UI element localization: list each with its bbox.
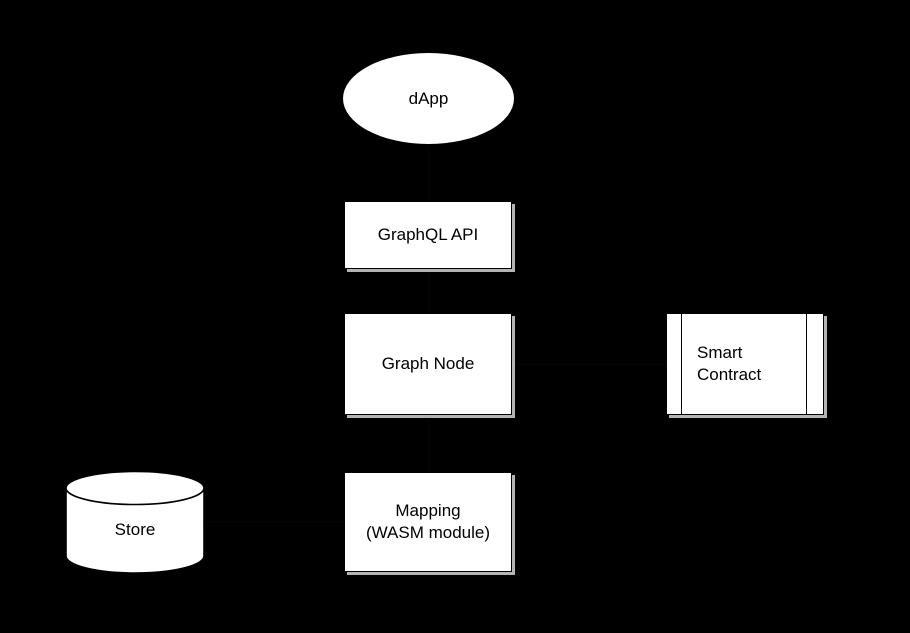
node-graph-node[interactable]: Graph Node: [344, 313, 512, 415]
node-mapping-label: Mapping (WASM module): [365, 501, 491, 542]
edge-graph-node-to-smart-contract: [512, 364, 667, 365]
node-dapp-label: dApp: [408, 88, 449, 108]
node-smart-contract-label: Smart Contract: [697, 343, 762, 384]
node-smart-contract[interactable]: Smart Contract: [666, 313, 824, 415]
component-divider-left-line: [681, 314, 682, 414]
edge-mapping-to-store: [202, 522, 345, 523]
component-divider-right-line: [806, 314, 807, 414]
node-dapp[interactable]: dApp: [342, 52, 515, 145]
node-graphql-api[interactable]: GraphQL API: [344, 201, 512, 269]
node-store[interactable]: Store: [65, 470, 205, 576]
edge-graph-node-to-mapping: [428, 415, 429, 473]
node-mapping[interactable]: Mapping (WASM module): [344, 472, 512, 572]
node-graphql-api-label: GraphQL API: [377, 225, 479, 244]
edge-dapp-to-graphql: [428, 144, 429, 202]
edge-graphql-to-graph-node: [428, 269, 429, 314]
cylinder-shape: [65, 470, 205, 574]
node-graph-node-label: Graph Node: [381, 354, 475, 373]
